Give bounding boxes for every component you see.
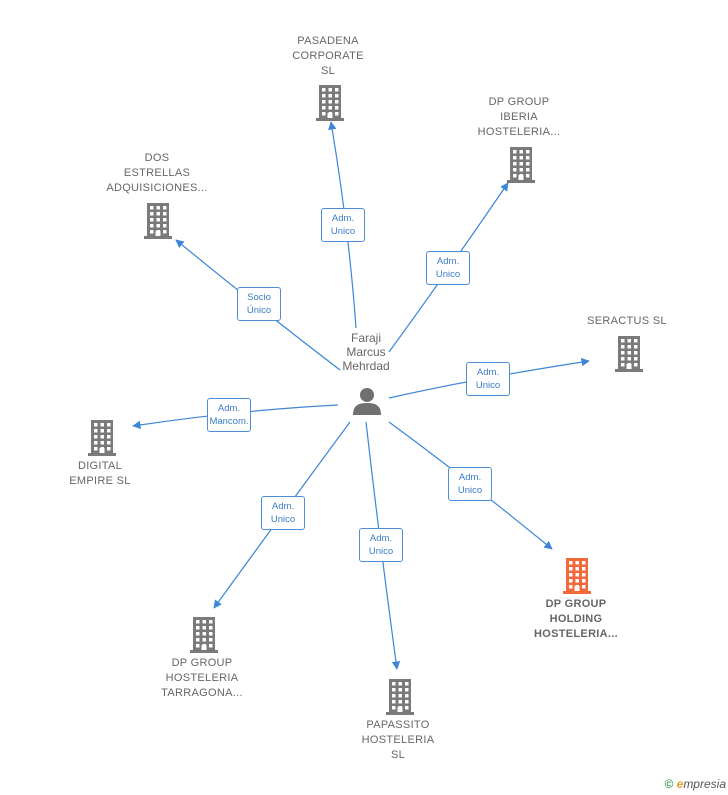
relation-line: Adm. [331, 213, 355, 224]
relation-label-digital-empire[interactable]: Adm. Mancom. [207, 398, 251, 432]
person-name-line-3: Mehrdad [342, 359, 390, 373]
relation-line: Unico [475, 380, 501, 391]
company-label-line: TARRAGONA... [161, 687, 243, 699]
copyright-icon: © [664, 777, 674, 791]
relation-line: Adm. [436, 256, 460, 267]
relation-line: Adm. [217, 403, 241, 414]
company-label-pasadena[interactable]: PASADENA CORPORATE SL [258, 34, 398, 79]
person-name: Faraji Marcus Mehrdad [326, 331, 406, 373]
company-label-line: CORPORATE [292, 50, 364, 62]
company-label-line: ADQUISICIONES... [106, 182, 208, 194]
company-label-line: DP GROUP [545, 598, 607, 610]
company-label-dos-estrellas[interactable]: DOS ESTRELLAS ADQUISICIONES... [87, 151, 227, 196]
relation-line: Unico [270, 514, 296, 525]
company-label-line: SERACTUS SL [587, 315, 667, 327]
relation-line: Mancom. [209, 416, 249, 427]
company-label-line: HOSTELERIA [361, 734, 435, 746]
company-label-line: DIGITAL [77, 460, 123, 472]
company-label-line: EMPIRE SL [69, 475, 131, 487]
company-label-digital-empire[interactable]: DIGITAL EMPIRE SL [30, 459, 170, 489]
building-icon[interactable] [386, 679, 414, 715]
company-label-line: HOLDING [549, 613, 603, 625]
relation-line: Único [246, 305, 272, 316]
building-icon[interactable] [88, 420, 116, 456]
building-icon[interactable] [190, 617, 218, 653]
building-icon[interactable] [144, 203, 172, 239]
person-icon[interactable] [352, 386, 382, 416]
building-icon[interactable] [507, 147, 535, 183]
building-icon[interactable] [316, 85, 344, 121]
relation-label-pasadena[interactable]: Adm. Unico [321, 208, 365, 242]
person-name-line-2: Marcus [346, 345, 386, 359]
relation-label-dp-holding[interactable]: Adm. Unico [448, 467, 492, 501]
building-icon[interactable] [615, 336, 643, 372]
relation-line: Adm. [369, 533, 393, 544]
company-label-line: PASADENA [297, 35, 359, 47]
company-label-line: DP GROUP [171, 657, 233, 669]
relation-line: Socio [247, 292, 271, 303]
brand-name: mpresia [683, 777, 726, 791]
company-label-line: IBERIA [500, 111, 538, 123]
company-label-line: HOSTELERIA... [534, 628, 618, 640]
company-label-dp-tarragona[interactable]: DP GROUP HOSTELERIA TARRAGONA... [132, 656, 272, 701]
relation-label-seractus[interactable]: Adm. Unico [466, 362, 510, 396]
relation-line: Adm. [271, 501, 295, 512]
company-label-line: SL [390, 749, 406, 761]
relation-line: Unico [435, 269, 461, 280]
company-label-line: HOSTELERIA... [477, 126, 561, 138]
company-label-line: ESTRELLAS [123, 167, 191, 179]
relation-label-papassito[interactable]: Adm. Unico [359, 528, 403, 562]
relation-line: Adm. [458, 472, 482, 483]
person-name-line-1: Faraji [350, 331, 381, 345]
company-label-dp-iberia[interactable]: DP GROUP IBERIA HOSTELERIA... [449, 95, 589, 140]
company-label-line: HOSTELERIA [165, 672, 239, 684]
building-icon[interactable] [563, 558, 591, 594]
brand-initial: e [676, 777, 684, 791]
relation-line: Unico [330, 226, 356, 237]
company-label-line: PAPASSITO [366, 719, 430, 731]
relation-line: Adm. [476, 367, 500, 378]
company-label-line: DP GROUP [488, 96, 550, 108]
company-label-papassito[interactable]: PAPASSITO HOSTELERIA SL [328, 718, 468, 763]
footer-brand: © empresia [664, 777, 726, 791]
company-label-line: DOS [144, 152, 170, 164]
relation-label-dp-iberia[interactable]: Adm. Unico [426, 251, 470, 285]
company-label-dp-holding[interactable]: DP GROUP HOLDING HOSTELERIA... [506, 597, 646, 642]
relation-line: Unico [457, 485, 483, 496]
company-label-line: SL [320, 65, 336, 77]
relation-line: Unico [368, 546, 394, 557]
relation-label-dp-tarragona[interactable]: Adm. Unico [261, 496, 305, 530]
company-label-seractus[interactable]: SERACTUS SL [557, 314, 697, 329]
